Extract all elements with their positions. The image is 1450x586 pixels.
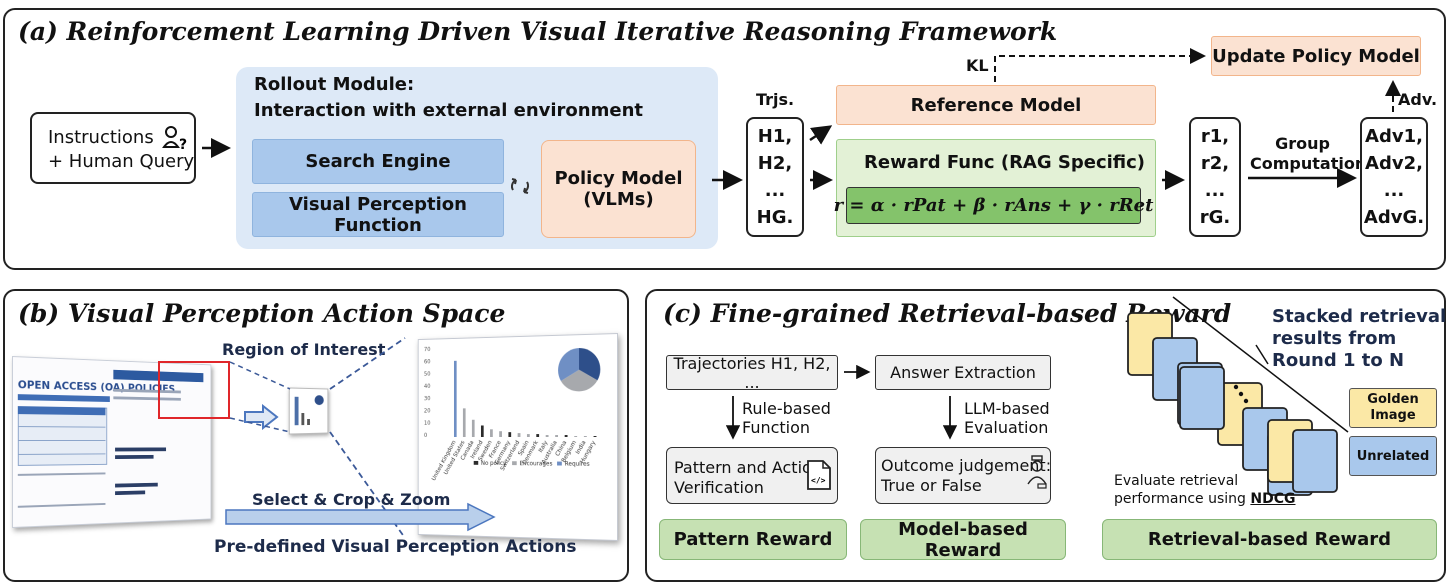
chart-pie <box>558 347 601 392</box>
panel-a-title: (a) Reinforcement Learning Driven Visual… <box>18 17 1058 46</box>
chart-ytick: 30 <box>424 396 431 402</box>
pie-slice-nopolicy <box>558 348 580 382</box>
instructions-box: Instructions ? + Human Query <box>30 112 196 184</box>
predefined-actions-label: Pre-defined Visual Perception Actions <box>214 537 577 557</box>
chart-ytick: 20 <box>424 409 431 415</box>
advantages-box: Adv1, Adv2, ... AdvG. <box>1360 117 1428 237</box>
trjs-label: Trjs. <box>756 90 795 109</box>
visual-perception-function-box: Visual Perception Function <box>252 192 504 237</box>
ndcg-label: NDCG <box>1250 491 1296 507</box>
code-file-icon: </> <box>807 460 831 490</box>
retrieval-card <box>1179 366 1225 430</box>
kl-label: KL <box>966 56 989 75</box>
chart-ytick: 0 <box>424 433 428 439</box>
evaluate-retrieval-label: Evaluate retrieval performance using NDC… <box>1114 473 1296 507</box>
human-query-label: + Human Query <box>48 150 195 172</box>
outcome-judgement-box <box>875 447 1051 504</box>
llm-based-label: LLM-based Evaluation <box>964 399 1050 437</box>
judge-icon <box>1027 455 1047 489</box>
panel-b-title: (b) Visual Perception Action Space <box>18 299 506 328</box>
pattern-reward-box: Pattern Reward <box>659 519 847 560</box>
search-engine-box: Search Engine <box>252 139 504 184</box>
reward-formula-box: r = α · rPat + β · rAns + γ · rRet <box>834 187 1153 224</box>
legend-requires: Requires <box>565 461 590 467</box>
adv-label: Adv. <box>1398 90 1438 109</box>
code-glyph: </> <box>811 476 826 485</box>
chart-ytick: 70 <box>424 347 431 353</box>
stacked-retrieval-label: Stacked retrieval results from Round 1 t… <box>1272 306 1447 371</box>
long-arrow-icon <box>225 502 496 532</box>
chart-ytick: 40 <box>424 384 431 390</box>
legend-encourages: Encourages <box>520 461 553 467</box>
svg-text:?: ? <box>179 137 187 151</box>
golden-image-legend: Golden Image <box>1349 388 1437 428</box>
reference-model-box: Reference Model <box>836 85 1156 125</box>
outcome-judgement-label: Outcome judgement: True or False <box>881 456 1052 495</box>
unrelated-legend: Unrelated <box>1349 436 1437 476</box>
retrieval-card <box>1292 429 1338 493</box>
chart-yticks: 70 60 50 40 30 20 10 0 <box>424 347 431 439</box>
chart-ytick: 50 <box>424 372 431 378</box>
user-question-icon: ? <box>161 125 187 151</box>
cycle-icon <box>510 178 530 194</box>
chart-country-label: Italy <box>538 439 550 454</box>
pie-slice-encourages <box>560 369 598 392</box>
reward-func-title: Reward Func (RAG Specific) <box>864 152 1146 173</box>
pie-slice-requires <box>579 347 601 381</box>
update-policy-model-box[interactable]: Update Policy Model <box>1211 36 1421 76</box>
policy-model-box: Policy Model (VLMs) <box>541 140 696 238</box>
rewards-box: r1, r2, ... rG. <box>1189 117 1241 237</box>
retrieval-based-reward-box: Retrieval-based Reward <box>1102 519 1437 560</box>
region-of-interest-label: Region of Interest <box>222 340 386 359</box>
trajectories-input-box: Trajectories H1, H2, ... <box>666 354 838 392</box>
reward-formula: r = α · rPat + β · rAns + γ · rRet <box>833 195 1154 216</box>
chart-legend: No policy Encourages Requires <box>473 461 590 468</box>
trajectories-box: H1, H2, ... HG. <box>746 117 804 237</box>
chart-ytick: 60 <box>424 359 431 365</box>
instructions-label: Instructions <box>48 127 154 148</box>
model-based-reward-box: Model-based Reward <box>860 519 1066 561</box>
region-of-interest-box <box>158 361 230 419</box>
legend-no-policy: No policy <box>481 461 507 467</box>
answer-extraction-box: Answer Extraction <box>875 355 1051 390</box>
select-crop-zoom-label: Select & Crop & Zoom <box>252 490 451 509</box>
rule-based-label: Rule-based Function <box>742 399 831 437</box>
chart-ytick: 10 <box>424 421 431 427</box>
pattern-verification-label: Pattern and Action Verification <box>674 458 822 497</box>
rollout-title: Rollout Module: Interaction with externa… <box>254 74 643 121</box>
